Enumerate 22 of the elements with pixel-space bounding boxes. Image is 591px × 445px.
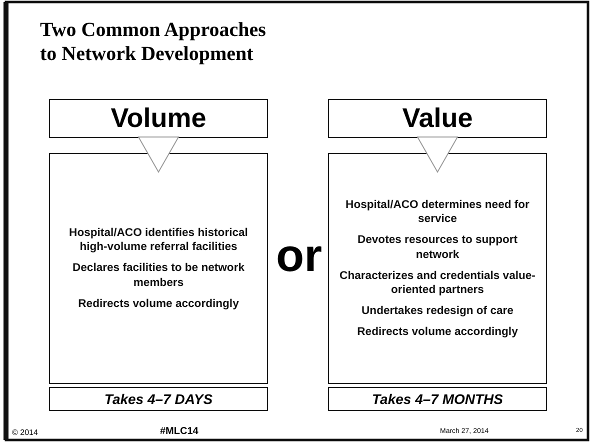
step-text: Hospital/ACO identifies historical high-volume referral facilities [68,226,249,256]
content-box [49,153,268,384]
step-text: Redirects volume accordingly [78,296,239,312]
step-text: Declares facilities to be network members [71,261,246,290]
heading: Value [402,103,473,134]
step-text: Characterizes and credentials value-oriented partners [338,268,536,298]
copyright-note: © 2014 [12,428,38,437]
duration-note: Takes 4–7 DAYS [104,391,213,407]
step-text: Undertakes redesign of care [362,304,514,319]
hashtag: #MLC14 [160,426,198,437]
duration-note: Takes 4–7 MONTHS [372,391,503,407]
footer-box [328,387,547,411]
slide-title: Two Common Approaches to Network Development [40,18,267,66]
step-text: Hospital/ACO determines need for service [344,198,530,228]
content-box [328,153,547,384]
heading: Volume [110,103,206,134]
pointer-triangle [138,136,180,173]
pointer-triangle [416,136,458,173]
step-text: Redirects volume accordingly [357,324,518,340]
step-text: Devotes resources to support network [356,233,519,262]
footer-box [49,387,268,411]
or-label: or [276,228,322,282]
